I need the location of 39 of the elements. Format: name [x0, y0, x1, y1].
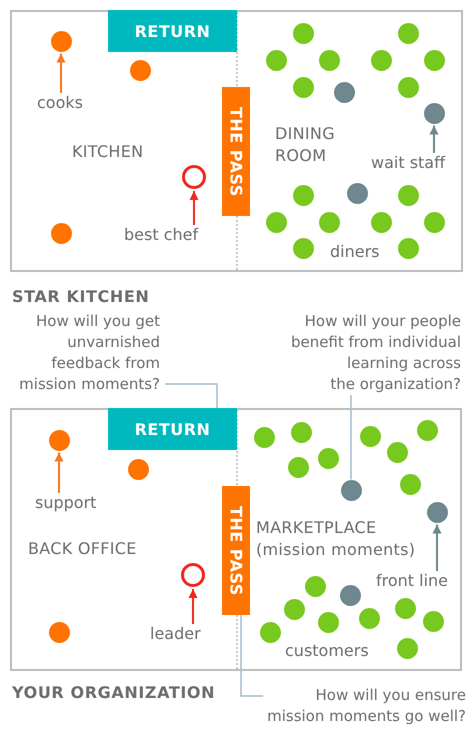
staff-dot-icon [424, 102, 444, 124]
cook-dot-icon [50, 30, 72, 52]
group-label: customers [285, 641, 369, 661]
floor-plan-panel [10, 408, 462, 671]
area-label: MARKETPLACE (mission moments) [256, 517, 416, 561]
arrow [188, 589, 198, 624]
area-label: BACK OFFICE [28, 538, 137, 560]
counter-bar: THE PASS [222, 87, 250, 216]
leader-line [165, 383, 218, 408]
area-label: KITCHEN [72, 141, 144, 163]
role-label: wait staff [371, 153, 446, 173]
front-line-dot-icon [340, 480, 362, 500]
group-label: diners [330, 242, 380, 262]
role-label: front line [376, 571, 448, 591]
question-text: How will you ensure mission moments go well? [267, 685, 466, 727]
front-line-dot-icon [426, 502, 448, 522]
arrow [432, 524, 442, 571]
role-label: cooks [37, 93, 83, 113]
arrow [190, 191, 198, 225]
role-label: leader [150, 624, 201, 644]
chef-ring-icon [182, 165, 206, 189]
role-label: support [35, 493, 96, 513]
support-dot-icon [48, 430, 70, 450]
question-text: How will you get unvarnished feedback from mission moments? [19, 311, 160, 395]
question-text: How will your people benefit from individual learning across the organization? [290, 311, 461, 395]
counter-bar: RETURN [108, 408, 237, 450]
panel-title: STAR KITCHEN [12, 287, 150, 307]
counter-bar: THE PASS [222, 486, 250, 615]
floor-plan-panel [10, 10, 463, 272]
area-label: DINING ROOM [275, 123, 335, 167]
leader-ring-icon [181, 563, 205, 587]
role-label: best chef [124, 225, 198, 245]
arrow [56, 54, 66, 93]
panel-title: YOUR ORGANIZATION [12, 683, 216, 703]
leader-line [350, 395, 352, 480]
arrow [54, 452, 64, 493]
leader-line [240, 615, 264, 697]
arrow [430, 126, 438, 153]
counter-bar: RETURN [108, 10, 237, 52]
